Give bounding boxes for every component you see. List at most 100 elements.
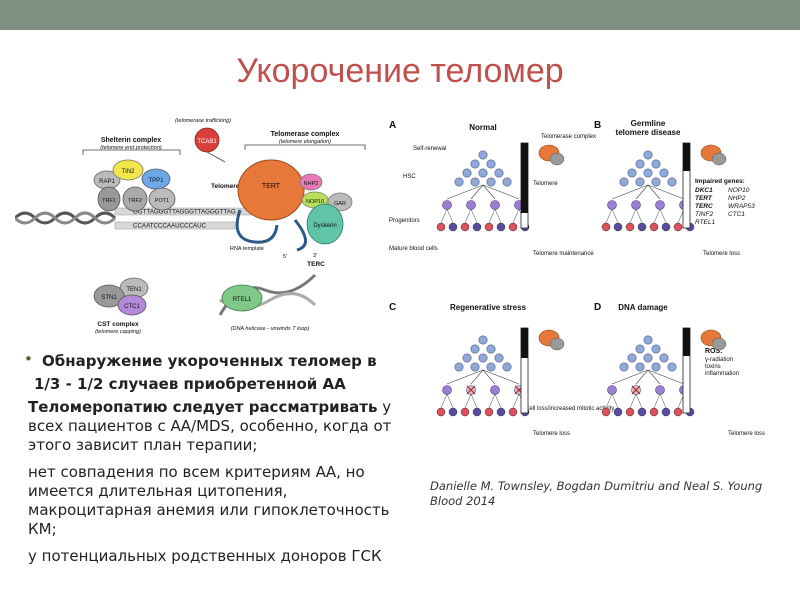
mature-cell [613, 407, 623, 417]
mature-cell [472, 407, 482, 417]
hsc-cell [478, 150, 488, 160]
hsc-cell [454, 362, 464, 372]
branch-line [647, 184, 685, 200]
citation-line-2: Blood 2014 [430, 494, 496, 508]
branch-line [482, 184, 496, 200]
hsc-cell [619, 362, 629, 372]
hsc-cell [643, 335, 653, 345]
telomere-loss-d: Telomere loss [728, 431, 765, 437]
hematopoiesis-panels-figure: A Normal B Germline telomere disease C R… [389, 119, 765, 437]
hsc-cell [470, 177, 480, 187]
terc-label: TERC [307, 261, 325, 268]
mature-cell [484, 407, 494, 417]
rap1-label: RAP1 [99, 179, 115, 185]
hsc-cell [651, 362, 661, 372]
mature-cell [436, 222, 446, 232]
branch-line [647, 369, 661, 385]
branch-line [635, 393, 643, 409]
branch-line [653, 393, 661, 409]
progenitors-label: Progenitors [389, 218, 420, 224]
stn1-label: STN1 [101, 295, 117, 301]
cst-sub: (telomere capping) [95, 329, 141, 335]
citation-line-1: Danielle M. Townsley, Bogdan Dumitriu an… [430, 479, 763, 493]
hsc-cell [502, 362, 512, 372]
hsc-cell [643, 150, 653, 160]
bullet-1a: Обнаружение укороченных теломер в [42, 352, 377, 370]
progenitor-cell [607, 200, 617, 210]
branch-line [605, 393, 613, 409]
branch-line [446, 369, 484, 385]
mature-cell [673, 222, 683, 232]
cross-mark [466, 385, 476, 395]
mature-cell [661, 222, 671, 232]
five-prime-label: 5' [283, 254, 287, 260]
gene-label: WRAP53 [728, 203, 755, 210]
panel-c-title: Regenerative stress [450, 303, 527, 312]
gar-label: GAR [334, 201, 346, 207]
telomere-maintenance-label: Telomere maintenance [533, 251, 594, 257]
ros-item-label: γ-radiation [705, 357, 733, 363]
panel-b-letter: B [594, 120, 601, 131]
telomerase-title: Telomerase complex [271, 131, 340, 138]
hsc-cell [667, 362, 677, 372]
mature-cell [460, 407, 470, 417]
branch-line [488, 393, 496, 409]
telomere-bar-fill [521, 328, 528, 358]
ctc1-label: CTC1 [124, 304, 140, 310]
progenitor-cell [631, 200, 641, 210]
branch-line [647, 369, 685, 385]
hsc-cell [502, 177, 512, 187]
telomere-label: Telomere [211, 183, 240, 190]
hsc-cell [627, 353, 637, 363]
mature-cell [436, 407, 446, 417]
cell-trees [436, 142, 727, 417]
gene-label: CTC1 [728, 211, 745, 218]
branch-line [611, 208, 619, 224]
progenitor-cell [655, 385, 665, 395]
hsc-cell [619, 177, 629, 187]
hsc-cell [462, 168, 472, 178]
hsc-cell [470, 159, 480, 169]
ros-item-label: toxins [705, 364, 721, 370]
telomere-loss-c: Telomere loss [533, 431, 570, 437]
dyskerin-protein [306, 203, 344, 245]
branch-line [494, 393, 502, 409]
mature-label: Mature blood cells [389, 246, 438, 252]
slide-title: Укорочение теломер [236, 52, 564, 90]
tpp1-label: TPP1 [148, 178, 164, 184]
telomere-loss-b: Telomere loss [703, 251, 740, 257]
hsc-cell [486, 362, 496, 372]
rtel1-label: RTEL1 [233, 297, 252, 303]
hsc-cell [462, 353, 472, 363]
branch-line [629, 208, 637, 224]
para-3: нет совпадения по всем критериям АА, но … [28, 463, 390, 538]
telomere-bar-fill [683, 143, 690, 171]
mature-cell [649, 407, 659, 417]
mature-cell [613, 222, 623, 232]
hsc-cell [635, 344, 645, 354]
telomerase-complex-label: Telomerase complex [541, 134, 596, 140]
tcab1-label: TCAB1 [197, 139, 217, 145]
ros-item-label: inflammation [705, 371, 739, 377]
hsc-cell [651, 344, 661, 354]
panel-b-title-1: Germline [631, 119, 666, 128]
mature-cell [637, 222, 647, 232]
rtel1-sub: (DNA helicase - unwinds T loop) [231, 326, 310, 332]
branch-line [605, 208, 613, 224]
hsc-cell [667, 177, 677, 187]
nop10-label: NOP10 [306, 199, 324, 205]
seq-bottom: CCAATCCCAAUCCCAUC [133, 223, 207, 230]
hsc-cell [651, 177, 661, 187]
hsc-cell [478, 335, 488, 345]
impaired-genes-label: Impaired genes: [695, 178, 745, 185]
ros-label: ROS: [705, 348, 723, 355]
para-4: у потенциальных родственных доноров ГСК [28, 547, 382, 565]
hsc-cell [627, 168, 637, 178]
hsc-cell [454, 177, 464, 187]
branch-line [488, 208, 496, 224]
branch-line [470, 208, 478, 224]
mature-cell [496, 407, 506, 417]
citation: Danielle M. Townsley, Bogdan Dumitriu an… [430, 479, 770, 509]
telomerase-blob [711, 337, 727, 351]
